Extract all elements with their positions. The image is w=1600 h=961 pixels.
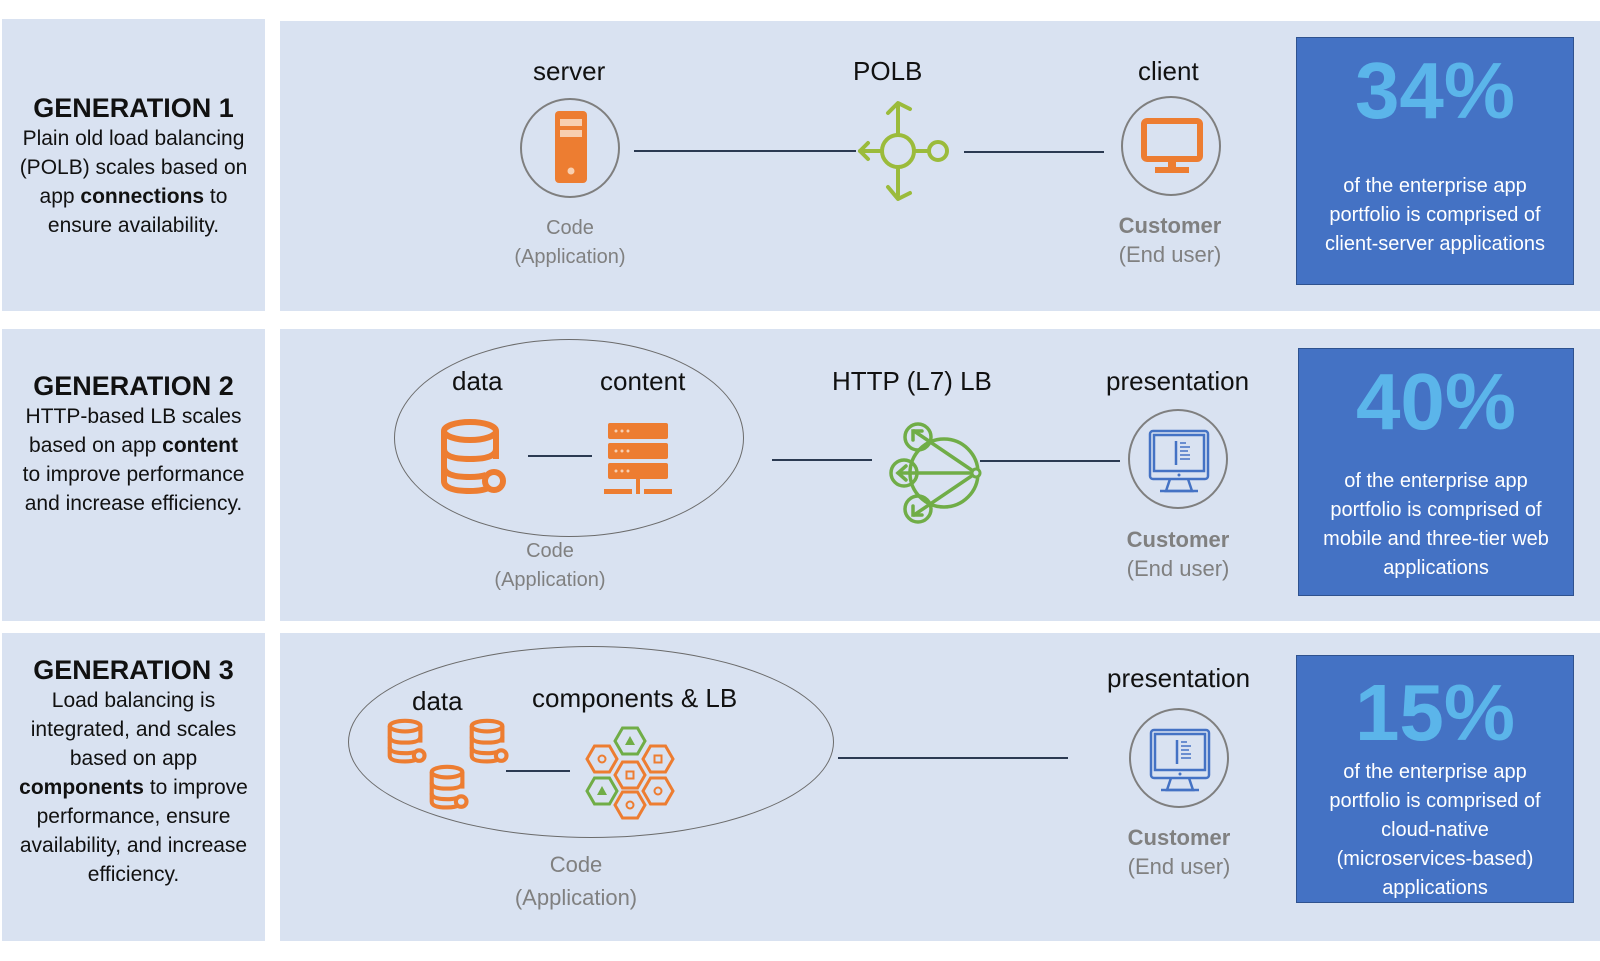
- gen2-diagram-panel: data content Code (Application) HTTP (L7…: [280, 329, 1600, 621]
- microservice-hex: [613, 726, 647, 756]
- connector-line: [528, 455, 592, 457]
- gen3-description-panel: GENERATION 3 Load balancing is integrate…: [2, 633, 265, 941]
- gen3-title: GENERATION 3: [33, 655, 234, 685]
- desktop-display-icon: [1149, 728, 1211, 792]
- gen1-title: GENERATION 1: [33, 93, 234, 123]
- client-label: client: [1138, 56, 1199, 86]
- presentation-label: presentation: [1106, 366, 1250, 396]
- data-label: data: [452, 366, 503, 396]
- gen2-stat-box: 40% of the enterprise app portfolio is c…: [1298, 348, 1574, 596]
- gen2-code-label: Code (Application): [494, 540, 606, 591]
- connector-line: [772, 459, 872, 461]
- gen3-code-label: Code (Application): [514, 852, 638, 910]
- gen2-description: HTTP-based LB scales based on app conten…: [22, 405, 245, 515]
- desktop-display-icon: [1148, 429, 1210, 493]
- gen2-title: GENERATION 2: [33, 371, 234, 401]
- code-boundary-ellipse: [394, 339, 744, 537]
- client-node: [1121, 96, 1221, 196]
- code-boundary-ellipse: [348, 646, 834, 838]
- gen1-diagram-panel: server Code (Application) POLB client Cu…: [280, 21, 1600, 311]
- connector-line: [980, 460, 1120, 462]
- gen3-customer-label: Customer (End user): [1127, 825, 1231, 879]
- microservices-hex-cluster-icon: [585, 726, 675, 820]
- microservice-hex: [641, 744, 675, 774]
- microservice-hex: [585, 744, 619, 774]
- database-icon: [387, 718, 427, 764]
- presentation-node: [1128, 409, 1228, 509]
- microservice-hex: [613, 790, 647, 820]
- gen3-stat-text: of the enterprise app portfolio is compr…: [1329, 761, 1541, 899]
- connector-line: [838, 757, 1068, 759]
- microservice-hex: [641, 776, 675, 806]
- gen1-description-panel: GENERATION 1 Plain old load balancing (P…: [2, 19, 265, 311]
- database-icon: [469, 718, 509, 764]
- gen1-customer-label: Customer (End user): [1118, 213, 1222, 267]
- gen3-stat-percent: 15%: [1354, 668, 1516, 757]
- gen1-stat-box: 34% of the enterprise app portfolio is c…: [1296, 37, 1574, 285]
- server-label: server: [533, 56, 606, 86]
- gen3-diagram-panel: data components & LB Code (Application) …: [280, 633, 1600, 941]
- database-icon: [429, 764, 469, 810]
- database-icon: [441, 419, 506, 495]
- gen3-stat-box: 15% of the enterprise app portfolio is c…: [1296, 655, 1574, 903]
- connector-line: [964, 151, 1104, 153]
- microservice-hex: [585, 776, 619, 806]
- gen2-stat-percent: 40%: [1355, 357, 1517, 446]
- presentation-label: presentation: [1107, 663, 1251, 693]
- gen1-code-label: Code (Application): [514, 217, 626, 268]
- gen2-stat-text: of the enterprise app portfolio is compr…: [1323, 470, 1549, 579]
- polb-label: POLB: [853, 56, 923, 86]
- server-node: [520, 98, 620, 198]
- components-lb-label: components & LB: [532, 683, 738, 713]
- polb-icon: [858, 101, 949, 201]
- gen2-description-panel: GENERATION 2 HTTP-based LB scales based …: [2, 329, 265, 621]
- content-server-icon: [604, 423, 672, 494]
- connector-line: [506, 770, 570, 772]
- server-icon: [555, 111, 587, 183]
- http-lb-icon: [889, 422, 982, 524]
- gen3-description: Load balancing is integrated, and scales…: [19, 689, 248, 886]
- content-label: content: [600, 366, 686, 396]
- gen2-customer-label: Customer (End user): [1126, 527, 1230, 581]
- connector-line: [634, 150, 856, 152]
- http-lb-label: HTTP (L7) LB: [832, 366, 992, 396]
- presentation-node: [1129, 708, 1229, 808]
- microservice-hex: [613, 760, 647, 790]
- gen1-stat-percent: 34%: [1354, 46, 1516, 135]
- monitor-icon: [1141, 118, 1203, 173]
- data-label: data: [412, 686, 463, 716]
- gen1-stat-text: of the enterprise app portfolio is compr…: [1324, 175, 1546, 255]
- gen1-description: Plain old load balancing (POLB) scales b…: [19, 127, 248, 237]
